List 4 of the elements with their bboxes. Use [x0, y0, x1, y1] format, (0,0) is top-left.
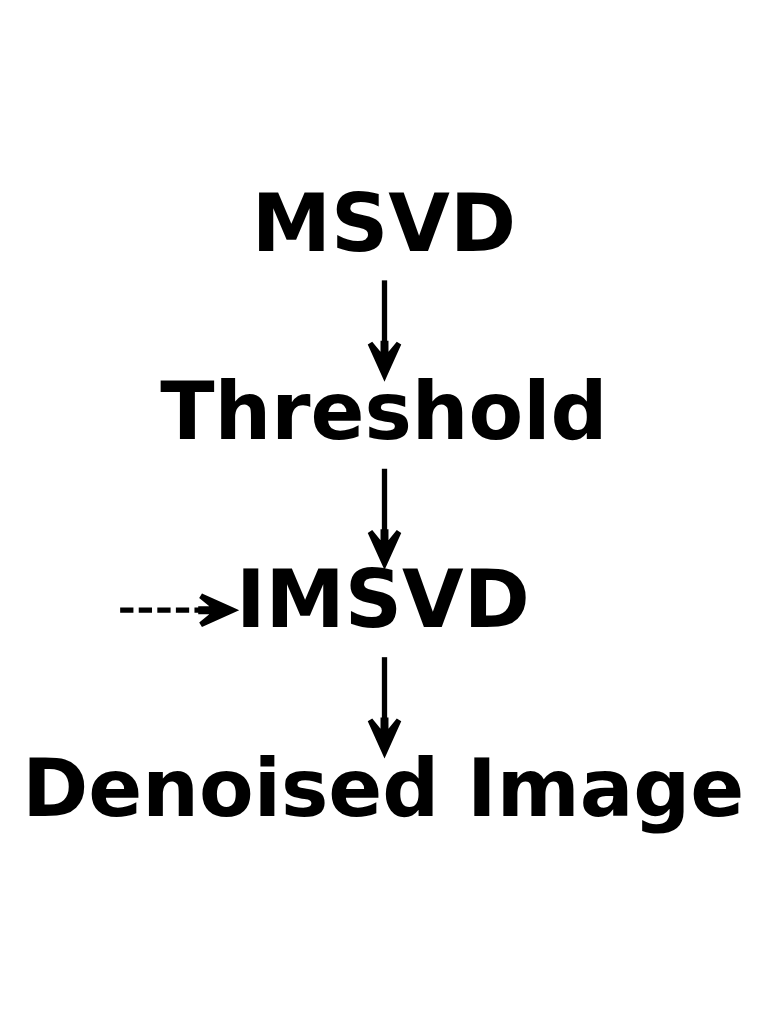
node-text: Denoised Image	[21, 741, 744, 835]
node-text: MSVD	[251, 176, 516, 270]
node-text: IMSVD	[235, 552, 530, 646]
node-text: Threshold	[159, 364, 608, 458]
